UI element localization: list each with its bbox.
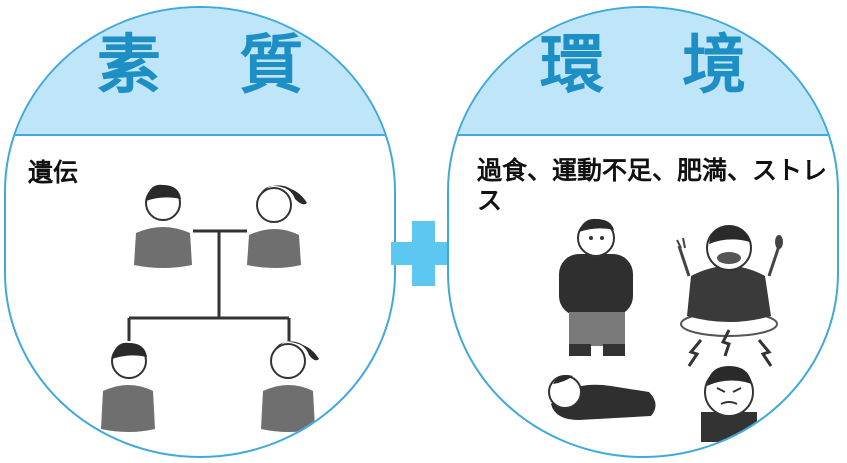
family-tree-icon <box>101 184 319 432</box>
nature-title: 素 質 <box>96 29 332 103</box>
environment-panel: 環 境 過食、運動不足、肥満、ストレス <box>447 6 839 458</box>
environment-header-band: 環 境 <box>449 8 837 136</box>
plus-icon <box>391 221 456 286</box>
mother-figure <box>247 185 307 268</box>
daughter-figure <box>261 341 319 432</box>
lifestyle-illustration <box>548 218 783 442</box>
heredity-label: 遺伝 <box>28 158 79 187</box>
environment-factors-label: 過食、運動不足、肥満、ストレス <box>477 156 828 215</box>
nature-panel: 素 質 遺伝 <box>4 6 396 458</box>
overeating-person-icon <box>676 225 783 337</box>
obese-person-icon <box>559 218 633 356</box>
nature-header-band: 素 質 <box>6 8 394 136</box>
father-figure <box>134 184 192 268</box>
stressed-person-icon <box>687 329 773 442</box>
son-figure <box>101 342 155 432</box>
environment-title: 環 境 <box>539 29 775 103</box>
lying-down-icon <box>548 375 656 420</box>
